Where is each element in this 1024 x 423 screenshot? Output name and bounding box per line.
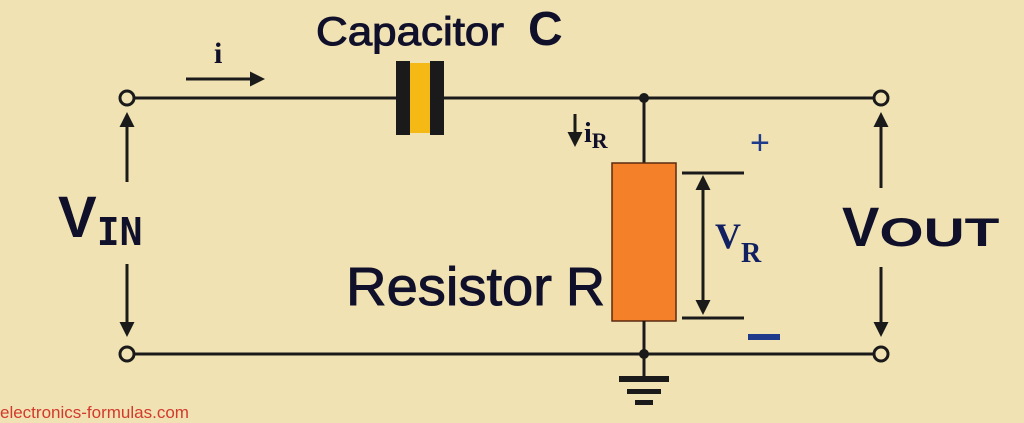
minus-sign: –	[0, 0, 1, 1]
input-voltage-main: V	[58, 185, 97, 250]
output-terminal-bottom	[872, 345, 890, 363]
resistor-voltage-indicator	[682, 171, 744, 320]
resistor-symbol-label: R	[566, 257, 605, 317]
capacitor-label: Capacitor	[316, 10, 504, 54]
input-terminal-bottom	[118, 345, 136, 363]
minus-sign-bar	[748, 334, 780, 340]
resistor-voltage-label: VR	[715, 216, 762, 269]
input-terminal-top	[118, 89, 136, 107]
resistor-current-sub: R	[592, 128, 609, 153]
capacitor-symbol-label: C	[528, 3, 563, 56]
input-voltage-sub: IN	[97, 210, 143, 254]
resistor-current-label: iR	[584, 118, 609, 153]
resistor-label: Resistor	[346, 257, 552, 317]
watermark-text: electronics-formulas.com	[0, 403, 189, 422]
output-voltage-sub: OUT	[879, 211, 999, 255]
output-voltage-label: VOUT	[842, 195, 999, 258]
ground-icon	[619, 354, 669, 405]
capacitor-symbol	[396, 61, 444, 135]
output-terminal-top	[872, 89, 890, 107]
resistor-symbol	[611, 162, 677, 322]
plus-sign: +	[750, 124, 770, 162]
resistor-voltage-main: V	[715, 216, 741, 256]
resistor-current-main: i	[584, 118, 592, 149]
resistor-voltage-sub: R	[741, 238, 762, 269]
current-label: i	[214, 37, 222, 70]
output-voltage-main: V	[842, 195, 879, 258]
input-voltage-label: VIN	[58, 185, 142, 254]
